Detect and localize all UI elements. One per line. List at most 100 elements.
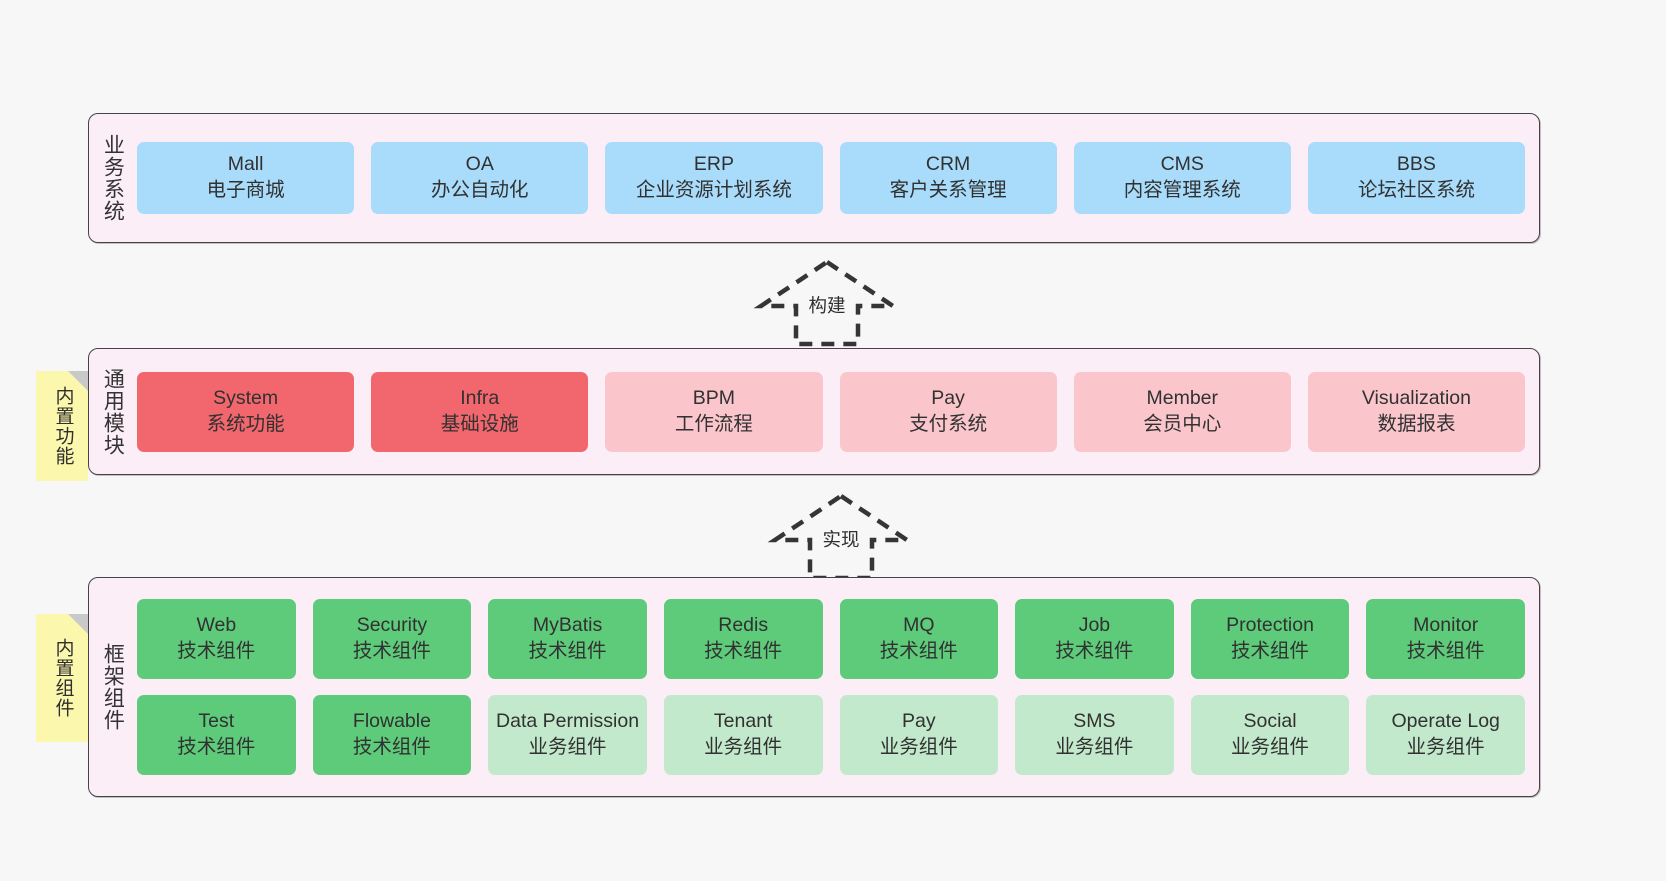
- layer-common-modules: 通用模块 System 系统功能 Infra 基础设施 BPM 工作流程 Pay…: [88, 348, 1540, 475]
- layer-label-business-systems: 业务系统: [101, 134, 125, 222]
- card-title: CMS: [1160, 153, 1204, 176]
- card-title: Tenant: [713, 710, 773, 733]
- card-security[interactable]: Security 技术组件: [312, 599, 472, 679]
- arrow-build-up: 构建: [753, 258, 901, 347]
- card-subtitle: 技术组件: [528, 640, 607, 662]
- card-infra[interactable]: Infra 基础设施: [371, 371, 589, 452]
- card-title: Flowable: [352, 710, 431, 733]
- card-subtitle: 技术组件: [1406, 640, 1485, 662]
- dashed-up-arrow-icon: [753, 259, 901, 347]
- card-subtitle: 电子商城: [206, 179, 285, 201]
- card-subtitle: 技术组件: [1055, 640, 1134, 662]
- card-visualization[interactable]: Visualization 数据报表: [1307, 371, 1526, 452]
- card-title: BBS: [1396, 153, 1436, 176]
- card-subtitle: 系统功能: [206, 412, 285, 435]
- sticky-note-builtin-function: 内置功能: [36, 371, 88, 481]
- card-cms[interactable]: CMS 内容管理系统: [1073, 142, 1291, 214]
- card-title: CRM: [925, 153, 971, 176]
- card-title: Data Permission: [496, 710, 640, 733]
- card-pay-business[interactable]: Pay 业务组件: [839, 695, 999, 775]
- card-monitor[interactable]: Monitor 技术组件: [1366, 599, 1525, 679]
- card-subtitle: 论坛社区系统: [1357, 179, 1475, 201]
- card-title: Protection: [1226, 614, 1314, 637]
- card-row: System 系统功能 Infra 基础设施 BPM 工作流程 Pay 支付系统…: [137, 371, 1526, 452]
- card-subtitle: 业务组件: [879, 736, 958, 758]
- arrow-implement-up: 实现: [767, 492, 915, 581]
- card-title: ERP: [693, 153, 734, 176]
- card-crm[interactable]: CRM 客户关系管理: [839, 142, 1057, 214]
- card-title: Visualization: [1361, 386, 1472, 409]
- card-title: Social: [1243, 710, 1297, 733]
- layer-business-systems: 业务系统 Mall 电子商城 OA 办公自动化 ERP 企业资源计划系统 CRM…: [88, 113, 1540, 243]
- card-subtitle: 客户关系管理: [889, 179, 1007, 201]
- card-title: System: [213, 386, 279, 409]
- card-subtitle: 支付系统: [909, 412, 988, 435]
- card-subtitle: 业务组件: [528, 736, 607, 758]
- card-operate-log[interactable]: Operate Log 业务组件: [1366, 695, 1525, 775]
- card-subtitle: 技术组件: [177, 640, 256, 662]
- card-title: Job: [1078, 614, 1111, 637]
- layer-label-common-modules: 通用模块: [101, 367, 125, 456]
- card-flowable[interactable]: Flowable 技术组件: [312, 695, 472, 775]
- card-mall[interactable]: Mall 电子商城: [137, 142, 355, 214]
- card-subtitle: 工作流程: [674, 412, 753, 435]
- card-subtitle: 技术组件: [704, 640, 783, 662]
- card-title: Web: [196, 614, 237, 637]
- card-job[interactable]: Job 技术组件: [1015, 599, 1174, 679]
- card-subtitle: 业务组件: [1406, 736, 1485, 758]
- card-mq[interactable]: MQ 技术组件: [839, 599, 999, 679]
- card-redis[interactable]: Redis 技术组件: [663, 599, 823, 679]
- card-title: BPM: [692, 386, 736, 409]
- card-subtitle: 技术组件: [177, 736, 256, 758]
- card-subtitle: 企业资源计划系统: [635, 179, 792, 201]
- card-sms[interactable]: SMS 业务组件: [1015, 695, 1174, 775]
- card-title: Security: [356, 614, 428, 637]
- card-oa[interactable]: OA 办公自动化: [371, 142, 589, 214]
- layer-body-business-systems: Mall 电子商城 OA 办公自动化 ERP 企业资源计划系统 CRM 客户关系…: [135, 114, 1539, 242]
- card-member[interactable]: Member 会员中心: [1073, 371, 1291, 452]
- card-title: Pay: [902, 710, 936, 733]
- card-row: Web 技术组件 Security 技术组件 MyBatis 技术组件 Redi…: [137, 599, 1525, 679]
- card-subtitle: 会员中心: [1143, 412, 1222, 435]
- card-subtitle: 内容管理系统: [1123, 179, 1241, 201]
- card-title: SMS: [1073, 710, 1116, 733]
- card-subtitle: 基础设施: [440, 412, 519, 435]
- sticky-note-text: 内置组件: [52, 638, 74, 718]
- card-data-permission[interactable]: Data Permission 业务组件: [488, 695, 647, 775]
- card-system[interactable]: System 系统功能: [137, 371, 355, 452]
- card-title: MyBatis: [532, 614, 603, 637]
- card-subtitle: 业务组件: [704, 736, 783, 758]
- card-row: Test 技术组件 Flowable 技术组件 Data Permission …: [137, 695, 1525, 775]
- card-pay[interactable]: Pay 支付系统: [839, 371, 1057, 452]
- card-subtitle: 业务组件: [1231, 736, 1310, 758]
- card-title: Infra: [460, 386, 500, 409]
- card-title: MQ: [903, 614, 935, 637]
- card-protection[interactable]: Protection 技术组件: [1190, 599, 1350, 679]
- card-bbs[interactable]: BBS 论坛社区系统: [1307, 142, 1526, 214]
- card-erp[interactable]: ERP 企业资源计划系统: [605, 142, 823, 214]
- card-subtitle: 数据报表: [1377, 412, 1456, 435]
- card-title: OA: [465, 153, 494, 176]
- card-subtitle: 技术组件: [879, 640, 958, 662]
- layer-label-framework-components: 框架组件: [101, 643, 125, 731]
- layer-framework-components: 框架组件 Web 技术组件 Security 技术组件 MyBatis 技术组件…: [88, 577, 1540, 797]
- card-bpm[interactable]: BPM 工作流程: [605, 371, 823, 452]
- card-title: Member: [1146, 386, 1219, 409]
- card-title: Test: [198, 710, 235, 733]
- card-title: Mall: [227, 153, 264, 176]
- card-mybatis[interactable]: MyBatis 技术组件: [488, 599, 647, 679]
- card-subtitle: 技术组件: [1231, 640, 1310, 662]
- card-subtitle: 办公自动化: [431, 179, 529, 201]
- card-subtitle: 业务组件: [1055, 736, 1134, 758]
- card-title: Monitor: [1413, 614, 1479, 637]
- card-web[interactable]: Web 技术组件: [137, 599, 296, 679]
- card-social[interactable]: Social 业务组件: [1190, 695, 1350, 775]
- card-test[interactable]: Test 技术组件: [137, 695, 296, 775]
- card-title: Redis: [718, 614, 769, 637]
- card-title: Pay: [931, 386, 965, 409]
- card-tenant[interactable]: Tenant 业务组件: [663, 695, 823, 775]
- sticky-note-builtin-component: 内置组件: [36, 614, 88, 742]
- card-row: Mall 电子商城 OA 办公自动化 ERP 企业资源计划系统 CRM 客户关系…: [137, 142, 1526, 214]
- arrow-label-build: 构建: [806, 292, 848, 318]
